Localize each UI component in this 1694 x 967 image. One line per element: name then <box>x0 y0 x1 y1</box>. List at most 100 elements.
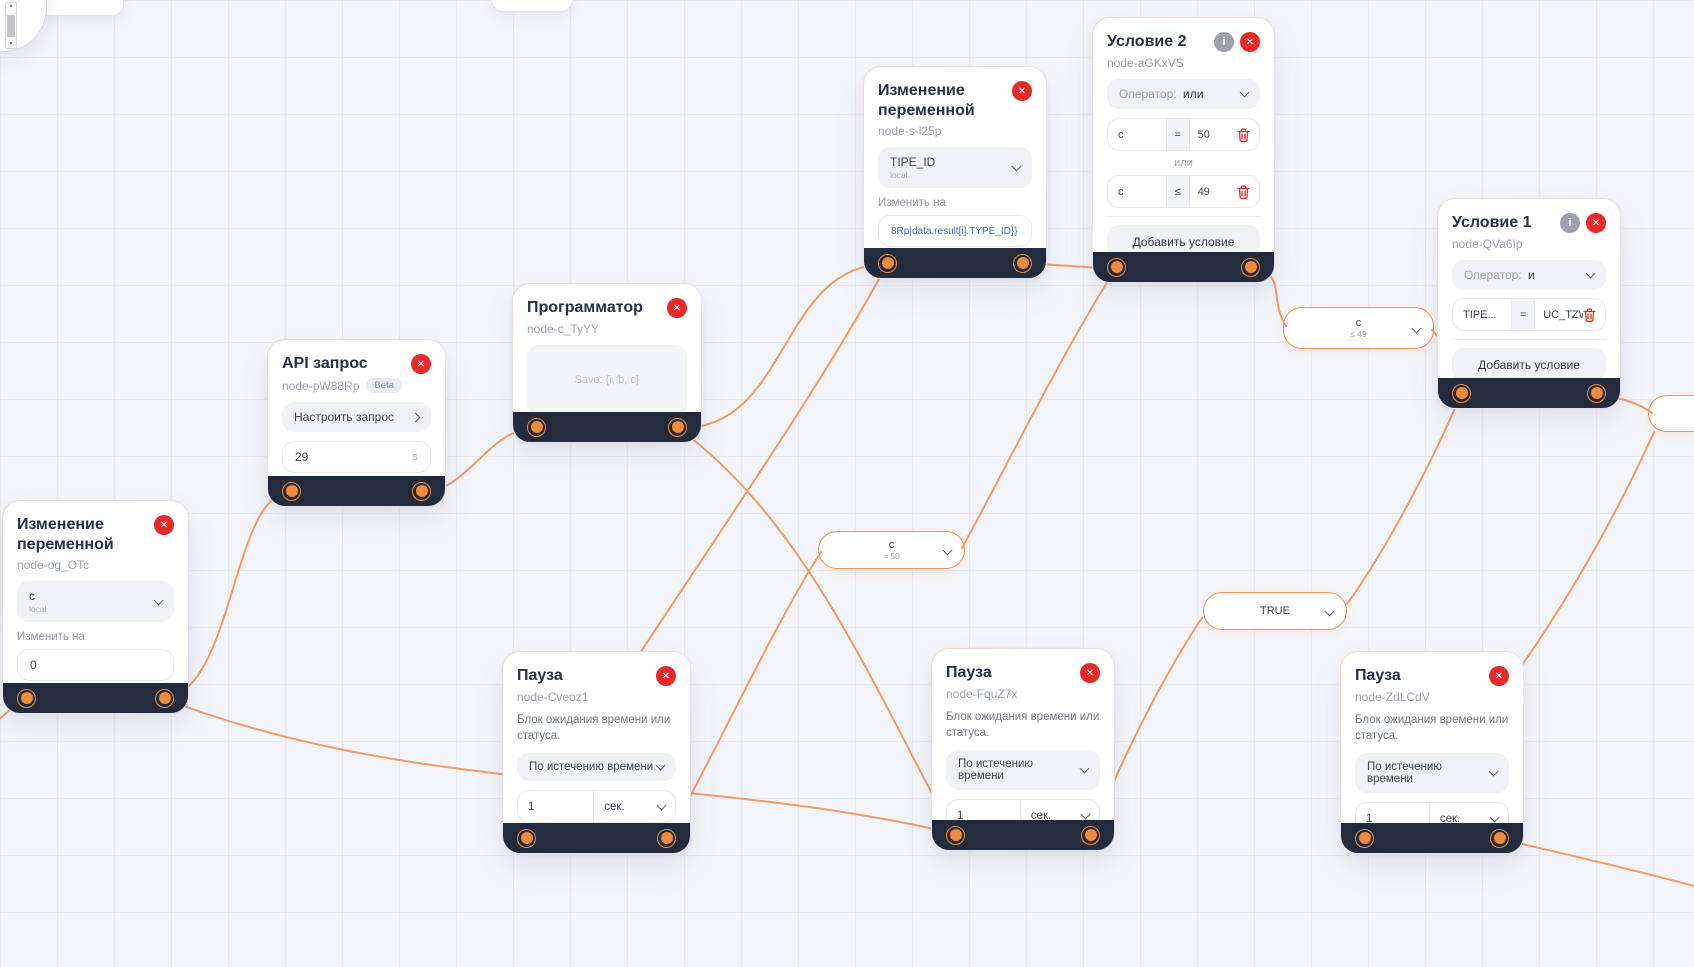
add-condition-button[interactable]: Добавить условие <box>1107 225 1260 252</box>
condition-row: TIPE... = UC_TZW4S <box>1452 298 1606 331</box>
chevron-down-icon <box>656 800 667 810</box>
duration-unit-select[interactable]: сек. <box>594 791 675 822</box>
output-port[interactable] <box>1013 253 1032 273</box>
condition-value[interactable]: UC_TZW4S <box>1543 308 1583 321</box>
close-icon[interactable]: ✕ <box>1489 666 1509 686</box>
node-id: node-aGKxVS <box>1107 56 1184 70</box>
condition-variable[interactable]: TIPE... <box>1463 308 1497 321</box>
value-input[interactable]: 8Rp|data.result[i].TYPE_ID}} <box>878 215 1032 248</box>
output-port[interactable] <box>1241 257 1260 277</box>
condition-variable[interactable]: c <box>1118 185 1124 198</box>
pause-mode-select[interactable]: По истечению времени <box>1355 753 1509 794</box>
node-footer <box>1438 378 1620 408</box>
input-port[interactable] <box>1452 383 1471 403</box>
condition-operator[interactable]: = <box>1511 299 1536 330</box>
trash-icon[interactable] <box>1583 307 1605 322</box>
output-port[interactable] <box>657 828 676 848</box>
node-programmator[interactable]: Программатор ✕ node-c_TyYY Save: {i, b, … <box>512 283 702 443</box>
node-condition-2[interactable]: Условие 2 i ✕ node-aGKxVS Оператор: или … <box>1092 17 1275 283</box>
edge <box>1499 838 1694 887</box>
duration-unit-select[interactable]: сек. <box>1430 803 1508 823</box>
edge <box>961 267 1117 549</box>
input-port[interactable] <box>1107 257 1126 277</box>
duration-input[interactable]: 1 <box>1356 803 1430 823</box>
node-title: API запрос <box>282 355 368 372</box>
operator-label: Оператор: <box>1119 87 1177 101</box>
offscreen-node-fragment[interactable] <box>491 0 573 12</box>
node-title: Пауза <box>1355 667 1401 684</box>
variable-select[interactable]: TIPE_ID local <box>878 147 1032 189</box>
node-pause-2[interactable]: Пауза ✕ node-FquZ7x Блок ожидания времен… <box>931 648 1115 851</box>
edge-label-text: TRUE <box>1260 605 1290 617</box>
edge-label-partial[interactable] <box>1648 395 1694 432</box>
edge-label-c-eq-50[interactable]: c = 50 <box>818 531 965 569</box>
close-icon[interactable]: ✕ <box>1080 663 1100 683</box>
trash-icon[interactable] <box>1237 184 1259 199</box>
input-port[interactable] <box>878 253 897 273</box>
input-port[interactable] <box>517 828 536 848</box>
chevron-down-icon <box>1489 812 1500 822</box>
condition-row: c = 50 <box>1107 118 1260 151</box>
operator-select[interactable]: Оператор: и <box>1452 260 1606 290</box>
node-pause-1[interactable]: Пауза ✕ node-Cveoz1 Блок ожидания времен… <box>502 651 691 854</box>
timeout-input[interactable]: 29 s <box>282 441 431 473</box>
scrollbar-thumb[interactable] <box>7 14 15 37</box>
operator-select[interactable]: Оператор: или <box>1107 79 1260 109</box>
close-icon[interactable]: ✕ <box>1012 81 1032 101</box>
add-condition-button[interactable]: Добавить условие <box>1452 348 1606 378</box>
value-input[interactable]: 0 <box>17 649 174 682</box>
node-title: Изменение переменной <box>878 82 975 119</box>
save-placeholder-area[interactable]: Save: {i, b, c} <box>527 345 687 412</box>
info-icon[interactable]: i <box>1560 213 1580 233</box>
condition-operator[interactable]: ≤ <box>1165 176 1190 207</box>
vertical-scrollbar[interactable]: ▲ ▼ <box>5 2 17 49</box>
output-port[interactable] <box>1081 825 1100 845</box>
close-icon[interactable]: ✕ <box>667 298 687 318</box>
save-placeholder-text: Save: {i, b, c} <box>574 374 640 386</box>
pause-mode-select[interactable]: По истечению времени <box>946 750 1100 791</box>
configure-request-button[interactable]: Настроить запрос <box>282 402 431 432</box>
condition-operator[interactable]: = <box>1165 119 1190 150</box>
scroll-up-icon[interactable]: ▲ <box>8 3 14 9</box>
output-port[interactable] <box>155 688 174 708</box>
edge-label-c-lte-49[interactable]: c ≤ 49 <box>1283 307 1434 349</box>
duration-input[interactable]: 1 <box>947 800 1021 820</box>
output-port[interactable] <box>412 481 431 501</box>
trash-icon[interactable] <box>1237 127 1259 142</box>
node-condition-1[interactable]: Условие 1 i ✕ node-QVa6Ip Оператор: и TI… <box>1437 198 1621 409</box>
close-icon[interactable]: ✕ <box>1586 213 1606 233</box>
pause-mode-select[interactable]: По истечению времени <box>517 753 676 782</box>
node-id: node-FquZ7x <box>946 687 1018 701</box>
configure-request-label: Настроить запрос <box>294 410 394 424</box>
input-port[interactable] <box>17 688 36 708</box>
output-port[interactable] <box>1587 383 1606 403</box>
close-icon[interactable]: ✕ <box>411 354 431 374</box>
operator-value: или <box>1182 87 1204 101</box>
node-id: node-og_OTc <box>17 558 90 573</box>
variable-select[interactable]: c local <box>17 581 174 623</box>
node-change-variable-top[interactable]: Изменение переменной ✕ node-s-i25p TIPE_… <box>863 66 1047 279</box>
duration-unit-select[interactable]: сек. <box>1021 800 1099 820</box>
node-change-variable-left[interactable]: Изменение переменной ✕ node-og_OTc c loc… <box>2 500 189 714</box>
condition-value[interactable]: 50 <box>1197 128 1210 141</box>
close-icon[interactable]: ✕ <box>1240 32 1260 52</box>
scroll-down-icon[interactable]: ▼ <box>8 41 14 47</box>
close-icon[interactable]: ✕ <box>154 515 174 535</box>
input-port[interactable] <box>1355 828 1374 848</box>
input-port[interactable] <box>282 481 301 501</box>
node-footer <box>932 820 1114 850</box>
duration-input[interactable]: 1 <box>518 791 595 823</box>
node-pause-3[interactable]: Пауза ✕ node-ZdLCdV Блок ожидания времен… <box>1340 651 1524 854</box>
input-port[interactable] <box>527 417 546 437</box>
condition-variable[interactable]: c <box>1118 128 1124 141</box>
info-icon[interactable]: i <box>1214 32 1234 52</box>
edge-label-true[interactable]: TRUE <box>1203 592 1347 630</box>
node-api-request[interactable]: API запрос ✕ node-pW88Rp Beta Настроить … <box>267 339 446 507</box>
node-title: Условие 1 <box>1452 214 1532 231</box>
output-port[interactable] <box>668 417 687 437</box>
close-icon[interactable]: ✕ <box>656 666 676 686</box>
input-port[interactable] <box>946 825 965 845</box>
condition-value[interactable]: 49 <box>1197 185 1210 198</box>
output-port[interactable] <box>1490 828 1509 848</box>
